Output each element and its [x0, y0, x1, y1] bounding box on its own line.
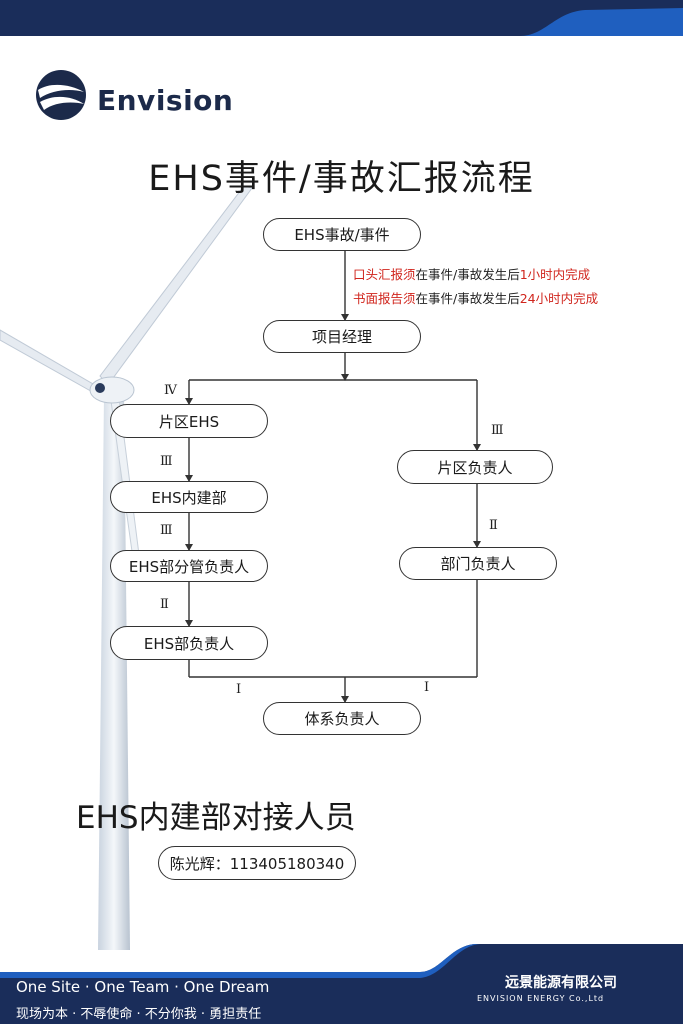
contact-section-title: EHS内建部对接人员: [76, 800, 356, 836]
slogan-chinese: 现场为本 · 不辱使命 · 不分你我 · 勇担责任: [16, 1007, 262, 1022]
company-name-en: ENVISION ENERGY Co.,Ltd: [477, 994, 605, 1003]
top-band: [0, 0, 683, 36]
node-system-head: 体系负责人: [263, 702, 421, 735]
brand-name: Envision: [97, 84, 234, 117]
level-i-label: Ⅰ: [424, 680, 430, 695]
node-dept-head: 部门负责人: [399, 547, 557, 580]
node-ehs-dept-head: EHS部负责人: [110, 626, 268, 660]
note-written-report: 书面报告须在事件/事故发生后24小时内完成: [353, 291, 599, 306]
node-ehs-internal-dept: EHS内建部: [110, 481, 268, 513]
node-ehs-deputy-head: EHS部分管负责人: [110, 550, 268, 582]
company-name-cn: 远景能源有限公司: [505, 975, 617, 991]
slogan-english: One Site · One Team · One Dream: [16, 978, 270, 996]
level-ii-label: Ⅱ: [489, 518, 498, 533]
level-iii-label: Ⅲ: [491, 423, 504, 438]
page-title: EHS事件/事故汇报流程: [148, 159, 535, 199]
level-i-label: Ⅰ: [236, 682, 242, 697]
level-iii-label: Ⅲ: [160, 523, 173, 538]
node-area-ehs: 片区EHS: [110, 404, 268, 438]
contact-person: 陈光辉：113405180340: [158, 846, 356, 880]
node-ehs-incident: EHS事故/事件: [263, 218, 421, 251]
node-project-manager: 项目经理: [263, 320, 421, 353]
envision-logo-icon: [36, 70, 86, 120]
level-ii-label: Ⅱ: [160, 597, 169, 612]
node-area-head: 片区负责人: [397, 450, 553, 484]
note-verbal-report: 口头汇报须在事件/事故发生后1小时内完成: [353, 267, 591, 282]
footer-band: [0, 944, 683, 1024]
level-iv-label: Ⅳ: [164, 383, 177, 398]
level-iii-label: Ⅲ: [160, 454, 173, 469]
